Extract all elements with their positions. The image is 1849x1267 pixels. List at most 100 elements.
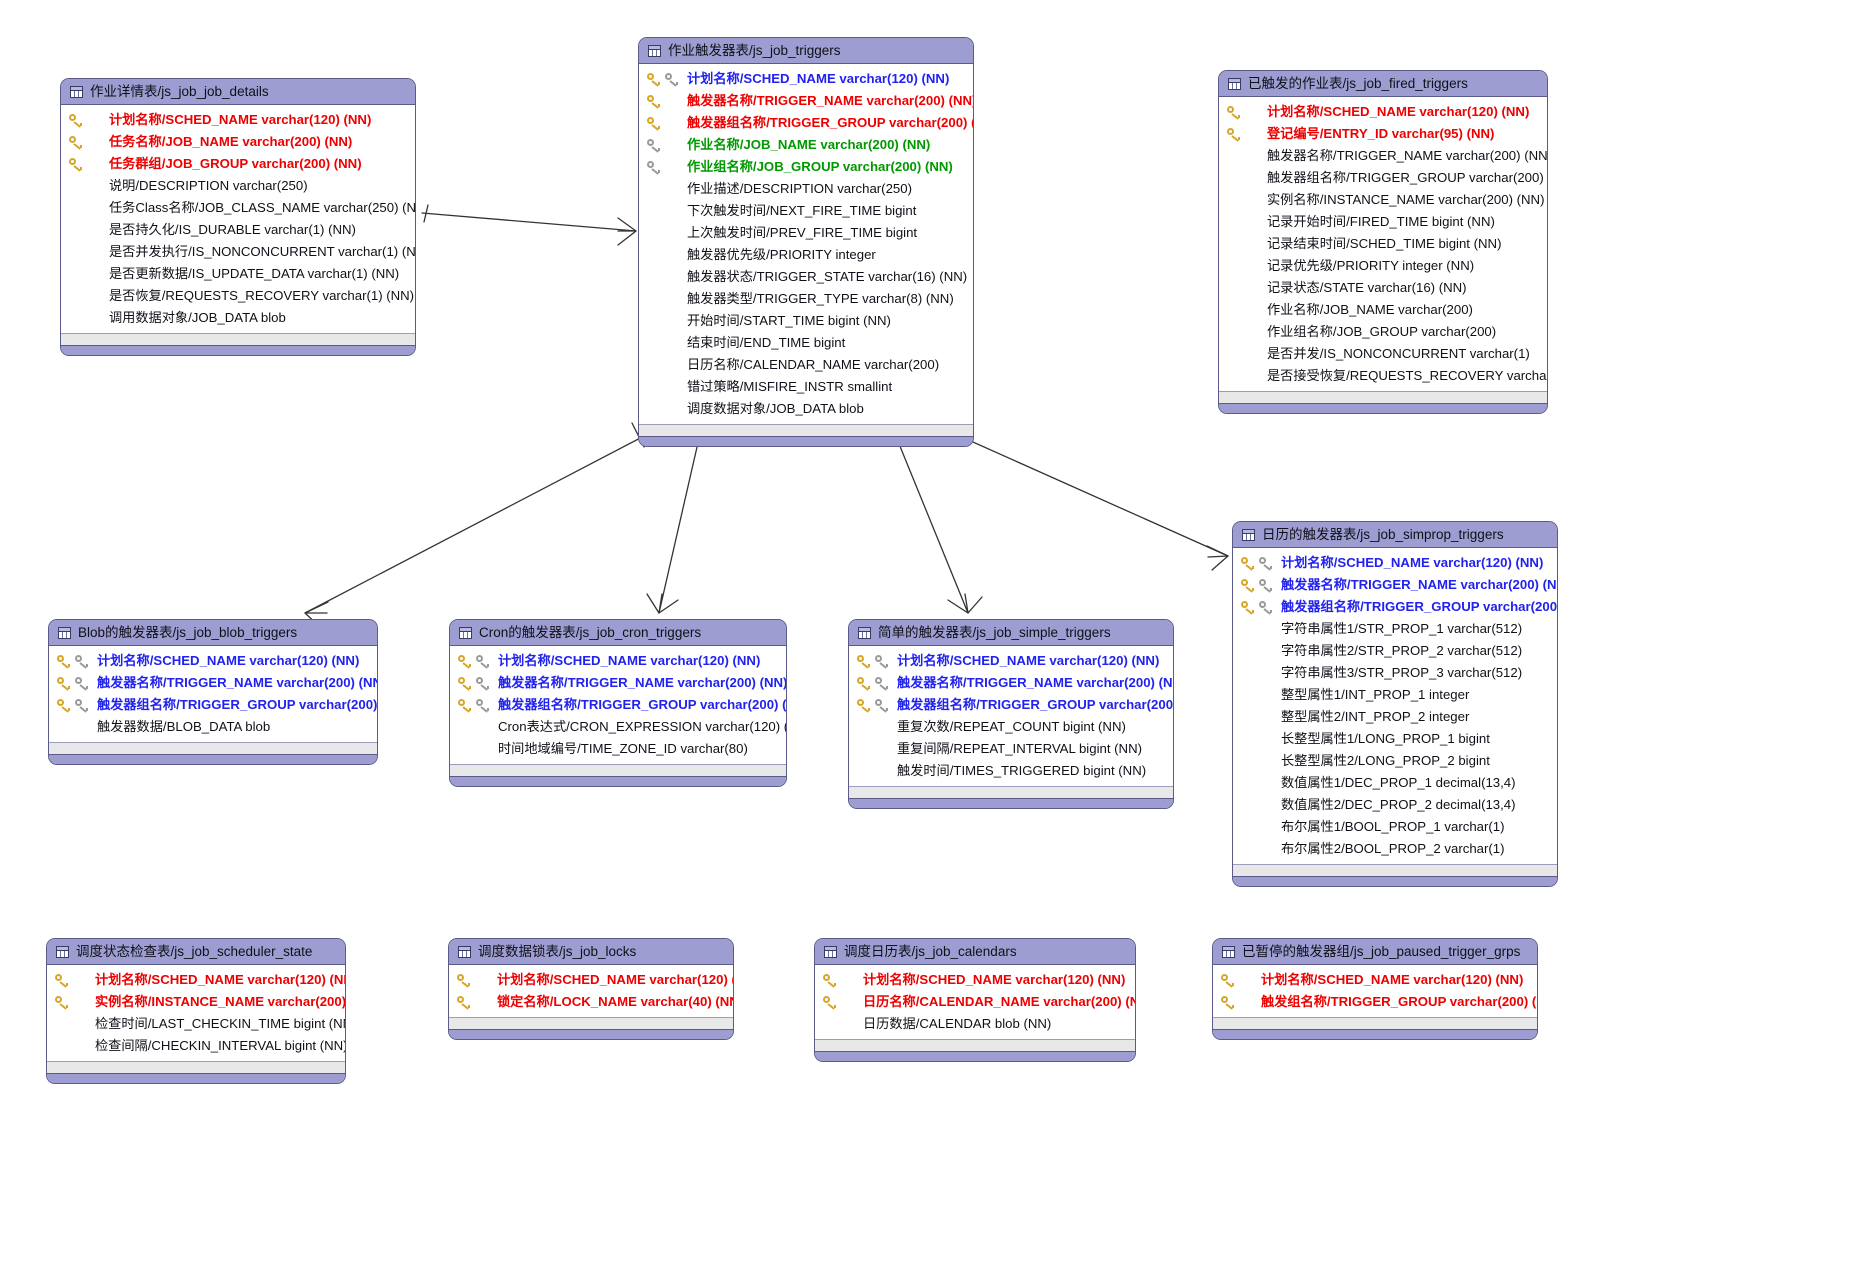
- entity-attribute[interactable]: 调用数据对象/JOB_DATA blob: [61, 307, 415, 329]
- entity-attribute[interactable]: 作业组名称/JOB_GROUP varchar(200): [1219, 321, 1547, 343]
- entity-attribute[interactable]: 布尔属性1/BOOL_PROP_1 varchar(1): [1233, 816, 1557, 838]
- entity-attribute[interactable]: 记录优先级/PRIORITY integer (NN): [1219, 255, 1547, 277]
- entity-attribute[interactable]: 触发器组名称/TRIGGER_GROUP varchar(200) (NN): [849, 694, 1173, 716]
- entity-attribute[interactable]: 触发器组名称/TRIGGER_GROUP varchar(200) (NN): [1219, 167, 1547, 189]
- entity-attribute[interactable]: 计划名称/SCHED_NAME varchar(120) (NN): [849, 650, 1173, 672]
- entity-cron_triggers[interactable]: Cron的触发器表/js_job_cron_triggers 计划名称/SCHED…: [449, 619, 787, 787]
- entity-header-job_triggers[interactable]: 作业触发器表/js_job_triggers: [639, 38, 973, 64]
- entity-attribute[interactable]: 日历数据/CALENDAR blob (NN): [815, 1013, 1135, 1035]
- entity-attribute[interactable]: 是否并发执行/IS_NONCONCURRENT varchar(1) (NN): [61, 241, 415, 263]
- entity-attribute[interactable]: 计划名称/SCHED_NAME varchar(120) (NN): [639, 68, 973, 90]
- entity-attribute[interactable]: 重复间隔/REPEAT_INTERVAL bigint (NN): [849, 738, 1173, 760]
- entity-attribute[interactable]: Cron表达式/CRON_EXPRESSION varchar(120) (NN…: [450, 716, 786, 738]
- entity-attribute[interactable]: 触发器名称/TRIGGER_NAME varchar(200) (NN): [1233, 574, 1557, 596]
- entity-attribute[interactable]: 作业名称/JOB_NAME varchar(200): [1219, 299, 1547, 321]
- entity-attribute[interactable]: 结束时间/END_TIME bigint: [639, 332, 973, 354]
- entity-attribute[interactable]: 触发器组名称/TRIGGER_GROUP varchar(200) (NN): [1233, 596, 1557, 618]
- entity-attribute[interactable]: 登记编号/ENTRY_ID varchar(95) (NN): [1219, 123, 1547, 145]
- entity-header-fired_triggers[interactable]: 已触发的作业表/js_job_fired_triggers: [1219, 71, 1547, 97]
- entity-scheduler_state[interactable]: 调度状态检查表/js_job_scheduler_state 计划名称/SCHED…: [46, 938, 346, 1084]
- entity-header-locks[interactable]: 调度数据锁表/js_job_locks: [449, 939, 733, 965]
- entity-attribute[interactable]: 触发器名称/TRIGGER_NAME varchar(200) (NN): [849, 672, 1173, 694]
- entity-header-blob_triggers[interactable]: Blob的触发器表/js_job_blob_triggers: [49, 620, 377, 646]
- entity-attribute[interactable]: 触发器名称/TRIGGER_NAME varchar(200) (NN): [639, 90, 973, 112]
- entity-attribute[interactable]: 上次触发时间/PREV_FIRE_TIME bigint: [639, 222, 973, 244]
- entity-attribute[interactable]: 作业名称/JOB_NAME varchar(200) (NN): [639, 134, 973, 156]
- entity-attribute[interactable]: 触发器组名称/TRIGGER_GROUP varchar(200) (NN): [450, 694, 786, 716]
- entity-attribute[interactable]: 触发组名称/TRIGGER_GROUP varchar(200) (NN): [1213, 991, 1537, 1013]
- entity-attribute[interactable]: 整型属性1/INT_PROP_1 integer: [1233, 684, 1557, 706]
- entity-attribute[interactable]: 任务名称/JOB_NAME varchar(200) (NN): [61, 131, 415, 153]
- entity-locks[interactable]: 调度数据锁表/js_job_locks 计划名称/SCHED_NAME varch…: [448, 938, 734, 1040]
- entity-attribute[interactable]: 检查时间/LAST_CHECKIN_TIME bigint (NN): [47, 1013, 345, 1035]
- entity-header-job_details[interactable]: 作业详情表/js_job_job_details: [61, 79, 415, 105]
- entity-attribute[interactable]: 计划名称/SCHED_NAME varchar(120) (NN): [815, 969, 1135, 991]
- entity-attribute[interactable]: 是否并发/IS_NONCONCURRENT varchar(1): [1219, 343, 1547, 365]
- entity-attribute[interactable]: 错过策略/MISFIRE_INSTR smallint: [639, 376, 973, 398]
- entity-attribute[interactable]: 触发器名称/TRIGGER_NAME varchar(200) (NN): [1219, 145, 1547, 167]
- entity-attribute[interactable]: 重复次数/REPEAT_COUNT bigint (NN): [849, 716, 1173, 738]
- entity-attribute[interactable]: 触发器名称/TRIGGER_NAME varchar(200) (NN): [450, 672, 786, 694]
- entity-attribute[interactable]: 字符串属性3/STR_PROP_3 varchar(512): [1233, 662, 1557, 684]
- entity-attribute[interactable]: 记录状态/STATE varchar(16) (NN): [1219, 277, 1547, 299]
- entity-attribute[interactable]: 锁定名称/LOCK_NAME varchar(40) (NN): [449, 991, 733, 1013]
- entity-header-calendars[interactable]: 调度日历表/js_job_calendars: [815, 939, 1135, 965]
- entity-attribute[interactable]: 计划名称/SCHED_NAME varchar(120) (NN): [61, 109, 415, 131]
- entity-attribute[interactable]: 实例名称/INSTANCE_NAME varchar(200) (NN): [1219, 189, 1547, 211]
- entity-header-cron_triggers[interactable]: Cron的触发器表/js_job_cron_triggers: [450, 620, 786, 646]
- entity-attribute[interactable]: 计划名称/SCHED_NAME varchar(120) (NN): [449, 969, 733, 991]
- entity-job_details[interactable]: 作业详情表/js_job_job_details 计划名称/SCHED_NAME …: [60, 78, 416, 356]
- entity-attribute[interactable]: 长整型属性1/LONG_PROP_1 bigint: [1233, 728, 1557, 750]
- entity-header-simple_triggers[interactable]: 简单的触发器表/js_job_simple_triggers: [849, 620, 1173, 646]
- entity-attribute[interactable]: 字符串属性1/STR_PROP_1 varchar(512): [1233, 618, 1557, 640]
- entity-attribute[interactable]: 整型属性2/INT_PROP_2 integer: [1233, 706, 1557, 728]
- entity-job_triggers[interactable]: 作业触发器表/js_job_triggers 计划名称/SCHED_NAME va…: [638, 37, 974, 447]
- entity-attribute[interactable]: 计划名称/SCHED_NAME varchar(120) (NN): [1233, 552, 1557, 574]
- entity-attribute[interactable]: 计划名称/SCHED_NAME varchar(120) (NN): [49, 650, 377, 672]
- entity-attribute[interactable]: 是否持久化/IS_DURABLE varchar(1) (NN): [61, 219, 415, 241]
- entity-attribute[interactable]: 任务Class名称/JOB_CLASS_NAME varchar(250) (N…: [61, 197, 415, 219]
- entity-attribute[interactable]: 日历名称/CALENDAR_NAME varchar(200): [639, 354, 973, 376]
- entity-simprop_triggers[interactable]: 日历的触发器表/js_job_simprop_triggers 计划名称/SCHE…: [1232, 521, 1558, 887]
- entity-attribute[interactable]: 数值属性1/DEC_PROP_1 decimal(13,4): [1233, 772, 1557, 794]
- entity-blob_triggers[interactable]: Blob的触发器表/js_job_blob_triggers 计划名称/SCHED…: [48, 619, 378, 765]
- entity-attribute[interactable]: 长整型属性2/LONG_PROP_2 bigint: [1233, 750, 1557, 772]
- entity-attribute[interactable]: 触发器状态/TRIGGER_STATE varchar(16) (NN): [639, 266, 973, 288]
- entity-fired_triggers[interactable]: 已触发的作业表/js_job_fired_triggers 计划名称/SCHED_…: [1218, 70, 1548, 414]
- entity-header-simprop_triggers[interactable]: 日历的触发器表/js_job_simprop_triggers: [1233, 522, 1557, 548]
- entity-attribute[interactable]: 数值属性2/DEC_PROP_2 decimal(13,4): [1233, 794, 1557, 816]
- entity-paused_trigger_grps[interactable]: 已暂停的触发器组/js_job_paused_trigger_grps 计划名称/…: [1212, 938, 1538, 1040]
- entity-attribute[interactable]: 触发器组名称/TRIGGER_GROUP varchar(200) (NN): [49, 694, 377, 716]
- entity-header-paused_trigger_grps[interactable]: 已暂停的触发器组/js_job_paused_trigger_grps: [1213, 939, 1537, 965]
- entity-attribute[interactable]: 布尔属性2/BOOL_PROP_2 varchar(1): [1233, 838, 1557, 860]
- entity-attribute[interactable]: 检查间隔/CHECKIN_INTERVAL bigint (NN): [47, 1035, 345, 1057]
- entity-attribute[interactable]: 下次触发时间/NEXT_FIRE_TIME bigint: [639, 200, 973, 222]
- entity-calendars[interactable]: 调度日历表/js_job_calendars 计划名称/SCHED_NAME va…: [814, 938, 1136, 1062]
- entity-attribute[interactable]: 作业组名称/JOB_GROUP varchar(200) (NN): [639, 156, 973, 178]
- entity-attribute[interactable]: 任务群组/JOB_GROUP varchar(200) (NN): [61, 153, 415, 175]
- entity-attribute[interactable]: 字符串属性2/STR_PROP_2 varchar(512): [1233, 640, 1557, 662]
- entity-attribute[interactable]: 触发时间/TIMES_TRIGGERED bigint (NN): [849, 760, 1173, 782]
- entity-attribute[interactable]: 是否接受恢复/REQUESTS_RECOVERY varchar(1): [1219, 365, 1547, 387]
- entity-attribute[interactable]: 触发器组名称/TRIGGER_GROUP varchar(200) (NN): [639, 112, 973, 134]
- entity-attribute[interactable]: 计划名称/SCHED_NAME varchar(120) (NN): [47, 969, 345, 991]
- entity-simple_triggers[interactable]: 简单的触发器表/js_job_simple_triggers 计划名称/SCHED…: [848, 619, 1174, 809]
- entity-attribute[interactable]: 是否更新数据/IS_UPDATE_DATA varchar(1) (NN): [61, 263, 415, 285]
- entity-attribute[interactable]: 触发器数据/BLOB_DATA blob: [49, 716, 377, 738]
- entity-attribute[interactable]: 触发器优先级/PRIORITY integer: [639, 244, 973, 266]
- entity-attribute[interactable]: 时间地域编号/TIME_ZONE_ID varchar(80): [450, 738, 786, 760]
- entity-attribute[interactable]: 日历名称/CALENDAR_NAME varchar(200) (NN): [815, 991, 1135, 1013]
- entity-attribute[interactable]: 计划名称/SCHED_NAME varchar(120) (NN): [1219, 101, 1547, 123]
- entity-attribute[interactable]: 计划名称/SCHED_NAME varchar(120) (NN): [1213, 969, 1537, 991]
- entity-attribute[interactable]: 计划名称/SCHED_NAME varchar(120) (NN): [450, 650, 786, 672]
- entity-attribute[interactable]: 记录开始时间/FIRED_TIME bigint (NN): [1219, 211, 1547, 233]
- entity-attribute[interactable]: 作业描述/DESCRIPTION varchar(250): [639, 178, 973, 200]
- entity-attribute[interactable]: 说明/DESCRIPTION varchar(250): [61, 175, 415, 197]
- entity-attribute[interactable]: 触发器类型/TRIGGER_TYPE varchar(8) (NN): [639, 288, 973, 310]
- entity-attribute[interactable]: 是否恢复/REQUESTS_RECOVERY varchar(1) (NN): [61, 285, 415, 307]
- entity-attribute[interactable]: 开始时间/START_TIME bigint (NN): [639, 310, 973, 332]
- entity-header-scheduler_state[interactable]: 调度状态检查表/js_job_scheduler_state: [47, 939, 345, 965]
- entity-attribute[interactable]: 调度数据对象/JOB_DATA blob: [639, 398, 973, 420]
- entity-attribute[interactable]: 触发器名称/TRIGGER_NAME varchar(200) (NN): [49, 672, 377, 694]
- entity-attribute[interactable]: 记录结束时间/SCHED_TIME bigint (NN): [1219, 233, 1547, 255]
